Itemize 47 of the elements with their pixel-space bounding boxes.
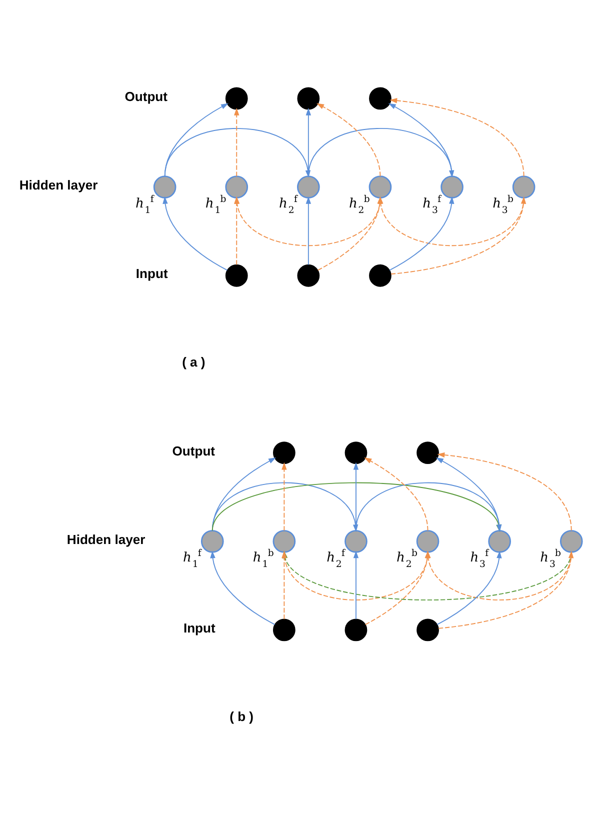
label: Output [172, 442, 216, 458]
node-circle [344, 529, 368, 552]
arrow [364, 457, 428, 531]
node-circle [297, 175, 320, 198]
node-circle [416, 618, 439, 641]
node-circle [369, 86, 392, 110]
arrow [388, 102, 452, 176]
arrow [353, 550, 359, 620]
node-circle [297, 264, 320, 286]
arrow [436, 550, 502, 624]
node-circle [273, 618, 296, 641]
node-circle [153, 175, 176, 198]
arrow [234, 196, 381, 246]
arrow [282, 462, 287, 531]
label: Output [124, 88, 168, 104]
arrow [210, 550, 276, 624]
label: Input [183, 620, 216, 635]
node-circle [225, 264, 248, 286]
label: Hidden layer [19, 177, 98, 192]
node-circle [369, 264, 392, 286]
node-circle [200, 529, 224, 552]
arrow [316, 102, 381, 176]
node-circle [440, 175, 464, 198]
arrow [234, 196, 240, 265]
label: Input [136, 266, 168, 281]
label: ( b ) [230, 708, 254, 724]
label: Hidden layer [66, 531, 146, 546]
arrow [306, 196, 312, 265]
label: ( a ) [182, 354, 206, 370]
arrow [389, 196, 454, 270]
node-circle [344, 618, 368, 641]
arrow [438, 550, 574, 628]
node-circle [368, 175, 392, 198]
node-circle [225, 86, 248, 110]
node-circle [416, 529, 440, 552]
arrow [234, 107, 240, 176]
arrow [390, 196, 526, 274]
node-circle [344, 441, 368, 464]
node-circle [297, 86, 320, 110]
node-circle [273, 441, 296, 464]
node-circle [416, 441, 439, 464]
node-circle [272, 529, 296, 552]
node-circle [560, 529, 583, 552]
node-circle [225, 175, 248, 198]
arrow [162, 196, 228, 270]
node-circle [512, 175, 536, 198]
node-circle [488, 529, 511, 552]
